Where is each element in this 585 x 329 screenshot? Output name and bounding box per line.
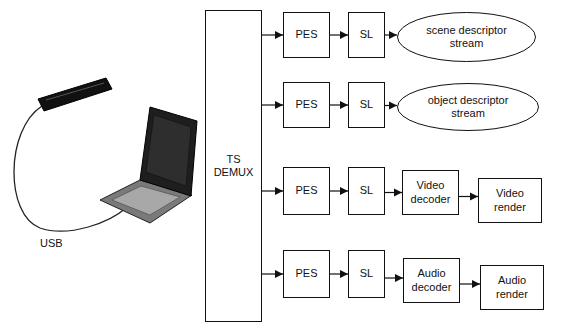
ellipse-shape [398,13,536,62]
cable-label: USB [40,237,63,250]
node-text: SL [360,98,373,111]
node-text: PES [295,98,317,111]
device-highlight [46,83,104,100]
node-text: object descriptor stream [422,94,514,120]
node-text: Video decoder [407,179,454,205]
process-box: SL [348,167,385,215]
laptop-lid [140,107,197,196]
node-text: TS DEMUX [212,153,256,179]
process-box: PES [283,250,330,298]
flow-arrow [385,34,397,35]
process-box: PES [283,12,330,58]
process-box: Video decoder [402,170,459,215]
flow-arrow [330,190,348,191]
flow-arrow [330,273,348,274]
node-text: SL [360,184,373,197]
stream-ellipse: scene descriptor stream [397,12,536,62]
flow-arrow [330,34,348,35]
flow-arrow [262,104,283,105]
laptop-screen [146,115,191,186]
stream-ellipse: object descriptor stream [397,83,539,131]
node-text: PES [295,267,317,280]
process-box: TS DEMUX [205,10,262,322]
flow-arrow [385,192,402,193]
node-text: SL [360,267,373,280]
node-text: PES [295,184,317,197]
node-text: Audio render [485,274,539,300]
flow-arrow [385,105,397,106]
process-box: PES [283,167,330,215]
flow-arrow [385,277,403,278]
usb-cable [14,106,126,231]
process-box: Audio decoder [403,258,460,303]
laptop-keyboard [112,186,180,215]
process-box: SL [348,12,385,58]
process-box: Video render [478,178,542,223]
process-box: SL [348,82,385,128]
process-box: SL [348,250,385,298]
flow-arrow [262,34,283,35]
process-box: Audio render [480,265,544,310]
node-text: scene descriptor stream [422,24,512,50]
flow-arrow [330,104,348,105]
flow-arrow [262,190,283,191]
flow-arrow [460,283,480,284]
node-text: Audio decoder [408,267,455,293]
process-box: PES [283,82,330,128]
flow-arrow [459,196,478,197]
ellipse-shape [398,84,539,131]
usb-device [38,78,112,111]
node-text: SL [360,28,373,41]
node-text: PES [295,28,317,41]
node-text: Video render [483,187,537,213]
flow-arrow [262,273,283,274]
